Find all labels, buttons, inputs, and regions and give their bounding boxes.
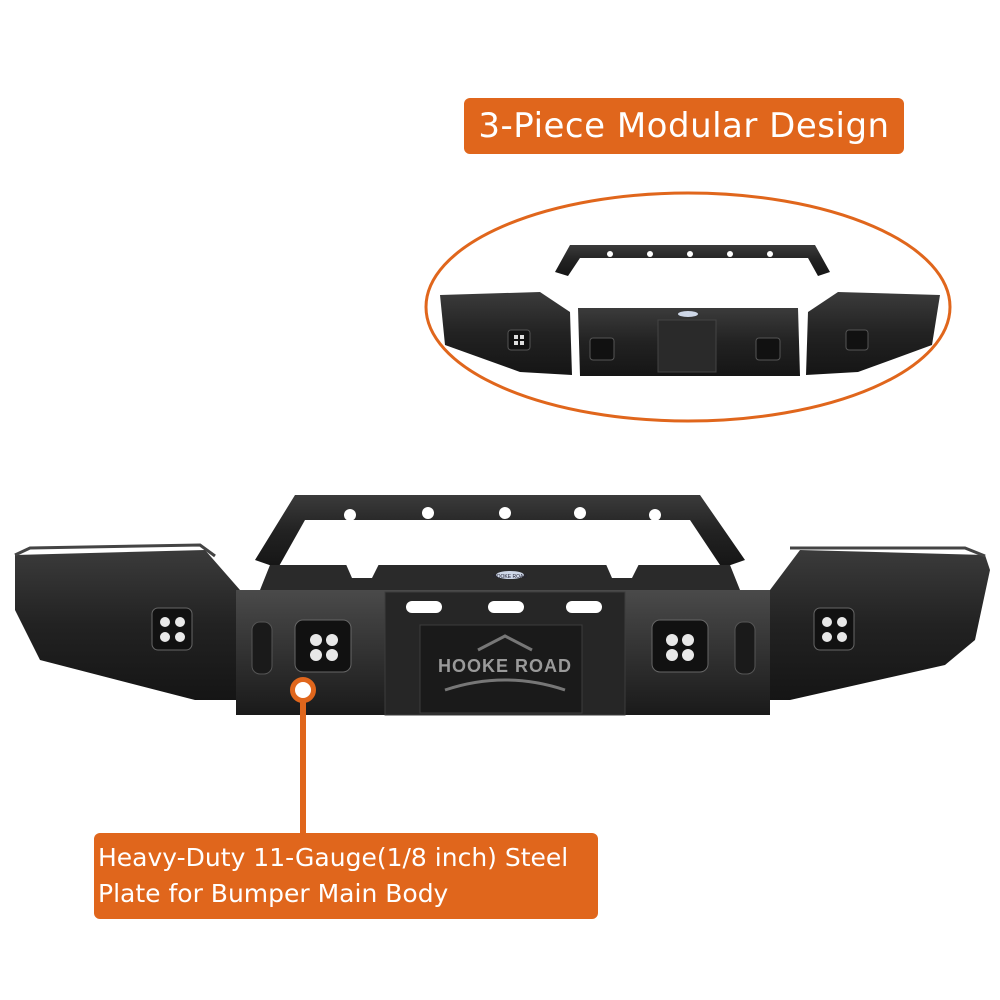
hoop-holes [344,507,661,521]
modular-design-label: 3-Piece Modular Design [478,106,890,146]
badge-logo: HOOKE ROAD [493,574,527,580]
bumper-hoop [255,495,745,568]
bumper-assembly [14,495,990,716]
left-wing-led-icon [151,607,193,651]
bumper-right-wing [770,550,990,700]
callout-marker-dot [290,677,316,703]
left-wing-piece [440,292,572,375]
steel-plate-line2: Plate for Bumper Main Body [98,879,449,908]
modular-ellipse [424,191,952,423]
modular-design-callout: 3-Piece Modular Design [464,98,904,154]
callout-leader-line [300,690,306,836]
hoop-piece [555,245,830,276]
bumper-left-wing [15,550,242,700]
steel-plate-callout: Heavy-Duty 11-Gauge(1/8 inch) Steel Plat… [94,833,598,919]
right-wing-led-icon [813,607,855,651]
center-left-light-icon [589,337,615,361]
center-left-led-icon [294,619,352,673]
plate-logo: HOOKE ROAD [438,656,572,676]
right-wing-light-icon [845,329,869,351]
center-right-light-icon [755,337,781,361]
right-wing-piece [806,292,940,375]
left-wing-light-icon [507,329,531,351]
steel-plate-line1: Heavy-Duty 11-Gauge(1/8 inch) Steel [98,843,569,872]
modular-pieces [440,245,940,376]
center-right-led-icon [651,619,709,673]
